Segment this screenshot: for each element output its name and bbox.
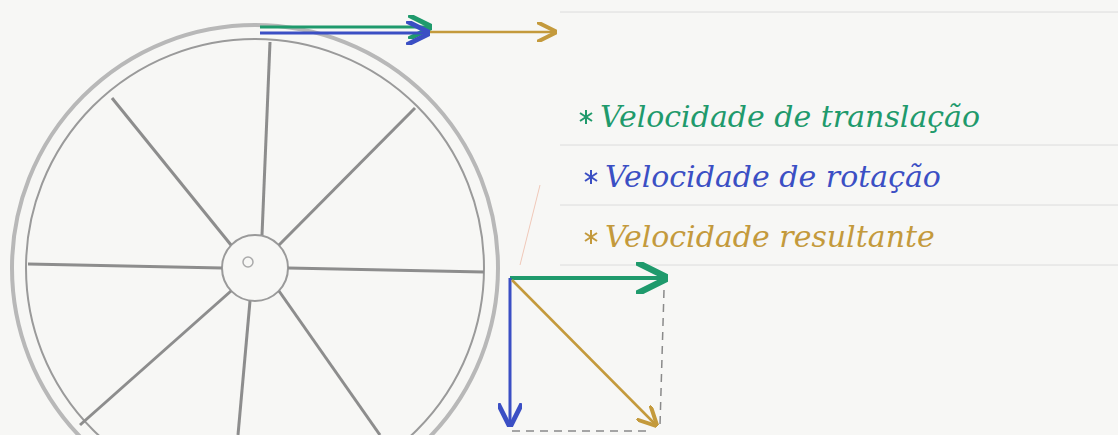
legend-swatch [583,229,599,245]
legend-entry: Velocidade de rotação [583,160,941,195]
wheel [12,25,498,435]
legend-entry: Velocidade resultante [583,220,935,255]
legend-label: Velocidade de rotação [605,160,941,195]
legend-entry: Velocidade de translação [578,100,980,135]
legend-swatch [583,169,599,185]
legend-label: Velocidade resultante [605,220,935,255]
velocity-vectors [260,27,665,431]
legend-swatch [578,109,594,125]
legend-label: Velocidade de translação [600,100,980,135]
notebook-lines [560,12,1118,265]
